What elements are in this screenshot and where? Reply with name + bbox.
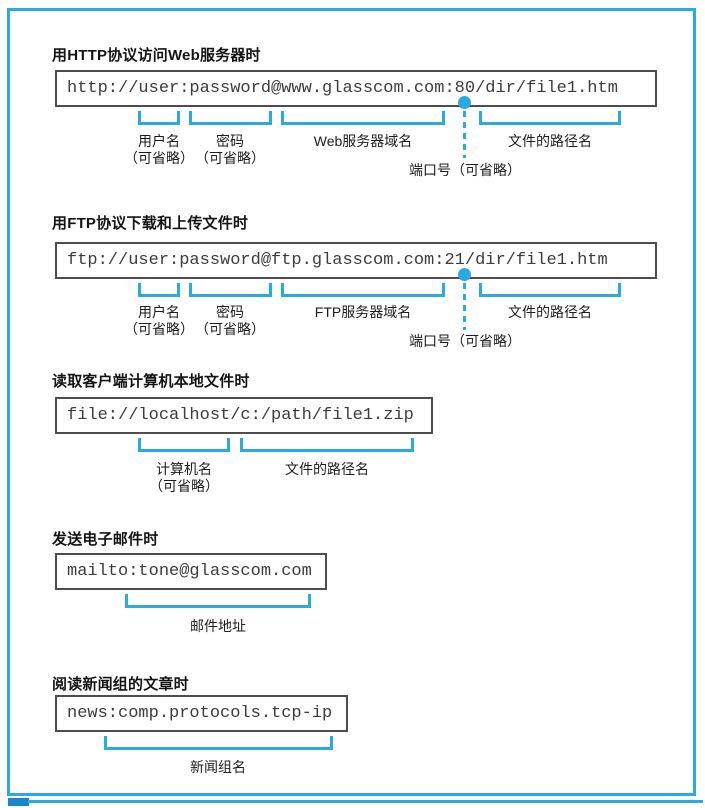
label-newsgroup: 新闻组名 [190,759,246,775]
bracket-file-path [479,111,621,125]
label-username: 用户名 [138,133,180,149]
bracket-username [138,283,180,297]
label-computer-name: 计算机名 [156,461,212,477]
url-text: file://localhost/c:/path/file1.zip [67,406,414,425]
url-box: news:comp.protocols.tcp-ip [55,695,348,732]
url-text: ftp://user:password@ftp.glasscom.com:21/… [67,251,608,270]
label-username-note: （可省略） [124,321,194,337]
bracket-file-path [479,283,621,297]
url-box: file://localhost/c:/path/file1.zip [55,397,433,434]
port-dashed-line [463,111,466,158]
port-marker-dot [458,96,471,109]
url-box: http://user:password@www.glasscom.com:80… [55,70,657,107]
label-computer-note: （可省略） [149,478,219,494]
label-password-note: （可省略） [195,150,265,166]
label-password-note: （可省略） [195,321,265,337]
bracket-password [189,283,272,297]
bracket-web-domain [281,111,445,125]
bracket-ftp-domain [281,283,445,297]
label-port: 端口号（可省略） [409,162,521,178]
port-marker-dot [458,268,471,281]
bracket-computer-name [138,438,230,452]
label-ftp-domain: FTP服务器域名 [314,304,412,320]
bracket-file-path [240,438,414,452]
bracket-mail-address [125,594,311,608]
url-text: news:comp.protocols.tcp-ip [67,704,333,723]
label-password: 密码 [216,133,244,149]
label-mail-address: 邮件地址 [190,618,246,634]
label-file-path: 文件的路径名 [508,304,592,320]
label-file-path: 文件的路径名 [285,461,369,477]
section-title: 发送电子邮件时 [52,531,159,548]
bracket-password [189,111,272,125]
url-box: mailto:tone@glasscom.com [55,553,327,590]
label-port: 端口号（可省略） [409,333,521,349]
label-username-note: （可省略） [124,150,194,166]
label-file-path: 文件的路径名 [508,133,592,149]
label-username: 用户名 [138,304,180,320]
url-text: mailto:tone@glasscom.com [67,562,312,581]
section-title: 用HTTP协议访问Web服务器时 [52,47,261,64]
section-title: 阅读新闻组的文章时 [52,676,189,693]
url-text: http://user:password@www.glasscom.com:80… [67,79,618,98]
section-title: 用FTP协议下载和上传文件时 [52,215,249,232]
url-box: ftp://user:password@ftp.glasscom.com:21/… [55,242,657,279]
port-dashed-line [463,283,466,330]
label-web-domain: Web服务器域名 [313,133,413,149]
bracket-username [138,111,180,125]
figure-bottom-rule [28,800,703,803]
bracket-newsgroup [104,736,333,750]
figure-bottom-square [8,798,29,806]
section-title: 读取客户端计算机本地文件时 [52,373,250,390]
label-password: 密码 [216,304,244,320]
